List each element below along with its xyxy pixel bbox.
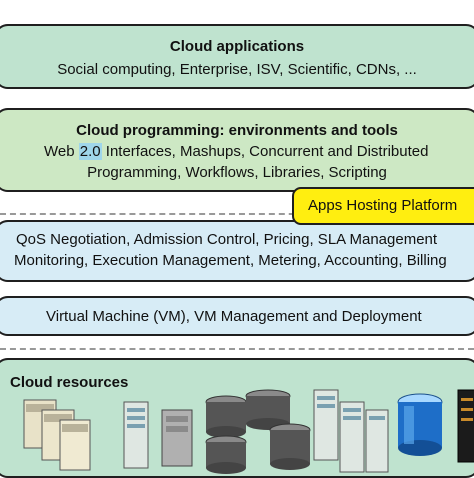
cloud-applications-subtitle: Social computing, Enterprise, ISV, Scien… [57, 61, 417, 78]
cloud-programming-title: Cloud programming: environments and tool… [76, 122, 398, 139]
line1-suffix: Interfaces, Mashups, Concurrent and Dist… [101, 143, 429, 160]
vm-layer [0, 296, 474, 336]
vm-label: Virtual Machine (VM), VM Management and … [46, 308, 422, 325]
rack-server-icon [313, 389, 389, 473]
rack-server-icon [123, 401, 149, 469]
line1-prefix: Web [44, 143, 79, 160]
cloud-programming-line2: Programming, Workflows, Libraries, Scrip… [87, 164, 387, 181]
cloud-programming-line1: Web 2.0 Interfaces, Mashups, Concurrent … [44, 143, 428, 160]
management-line2: Monitoring, Execution Management, Meteri… [14, 252, 447, 269]
server-group-icon [23, 399, 91, 471]
layer-separator-upper [0, 213, 474, 215]
cloud-applications-layer [0, 24, 474, 89]
management-line1: QoS Negotiation, Admission Control, Pric… [16, 231, 438, 248]
apps-hosting-platform-label: Apps Hosting Platform [308, 197, 458, 214]
highlighted-version: 2.0 [78, 143, 102, 160]
cloud-resources-title: Cloud resources [10, 374, 129, 391]
desktop-tower-icon [161, 409, 193, 467]
database-icon [397, 393, 443, 456]
apps-hosting-platform-box [292, 187, 474, 225]
storage-disk-icon [205, 389, 311, 474]
cloud-resources-icons [23, 389, 474, 474]
black-rack-icon [457, 389, 474, 463]
cloud-applications-title: Cloud applications [169, 38, 305, 55]
layer-separator-lower [0, 348, 474, 350]
management-layer [0, 220, 474, 282]
